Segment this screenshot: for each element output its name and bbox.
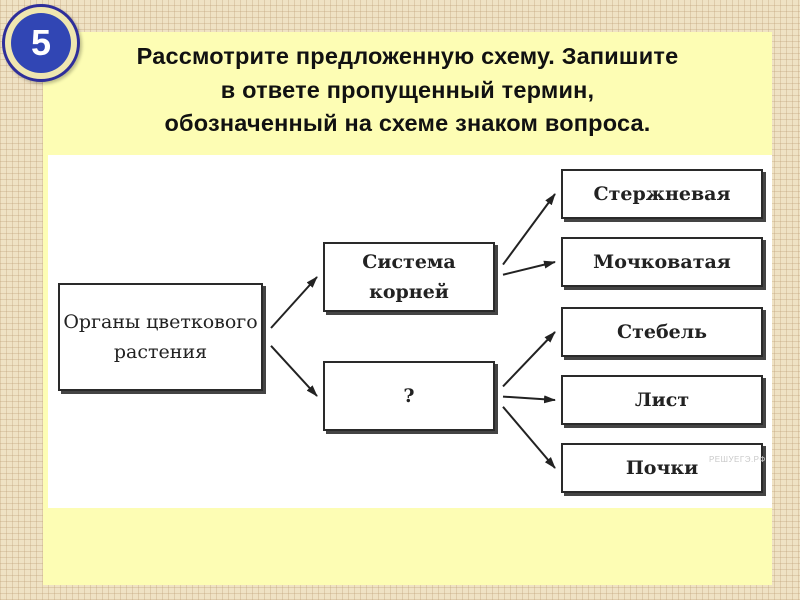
task-number: 5 — [11, 13, 71, 73]
node-leaf: Лист — [561, 375, 763, 425]
task-number-badge: 5 — [2, 4, 80, 82]
node-taproot: Стержневая — [561, 169, 763, 219]
arrow-unknown-to-buds — [502, 406, 556, 469]
node-buds: Почки — [561, 443, 763, 493]
scheme-area: Органы цветкового растения Система корне… — [48, 155, 772, 508]
question-line-2: в ответе пропущенный термин, — [220, 76, 595, 103]
node-fibrous: Мочковатая — [561, 237, 763, 287]
arrow-unknown-to-leaf — [502, 395, 556, 404]
scheme-arrows — [270, 193, 556, 469]
node-stem: Стебель — [561, 307, 763, 357]
watermark: РЕШУЕГЭ.РФ — [708, 455, 766, 464]
question-text: Рассмотрите предложенную схему. Запишите… — [43, 40, 772, 141]
arrow-root_system-to-fibrous — [502, 260, 556, 276]
arrow-unknown-to-stem — [502, 331, 556, 388]
arrow-root_system-to-taproot — [502, 193, 556, 266]
arrow-root-to-unknown — [270, 345, 318, 397]
arrow-root-to-root_system — [270, 276, 318, 329]
node-flowering-plant-organs: Органы цветкового растения — [58, 283, 263, 391]
node-root-system: Система корней — [323, 242, 495, 312]
question-line-1: Рассмотрите предложенную схему. Запишите — [136, 43, 679, 69]
question-line-3: обозначенный на схеме знаком вопроса. — [164, 110, 651, 136]
node-unknown-term: ? — [323, 361, 495, 431]
